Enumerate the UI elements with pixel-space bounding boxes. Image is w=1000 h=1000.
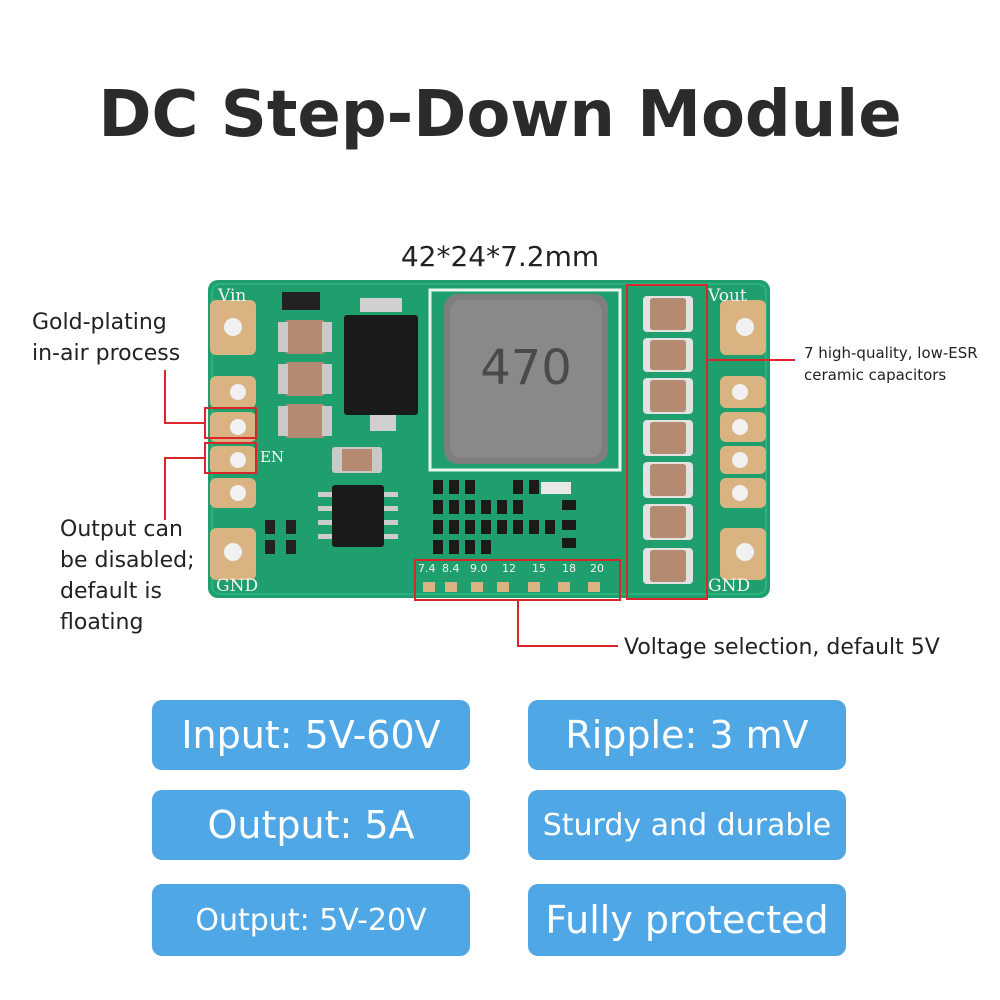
voltage-option: 12	[502, 562, 516, 575]
feature-output-voltage: Output: 5V-20V	[152, 884, 470, 956]
annotation-line: in-air process	[32, 341, 181, 366]
mosfet-chip	[344, 315, 418, 415]
voltage-option: 8.4	[442, 562, 460, 575]
capacitors-annotation: 7 high-quality, low-ESR ceramic capacito…	[804, 342, 978, 386]
gnd-label-right: GND	[708, 576, 751, 596]
output-disable-annotation: Output can be disabled; default is float…	[60, 514, 195, 638]
voltage-option: 15	[532, 562, 546, 575]
annotation-line: be disabled;	[60, 548, 195, 573]
voltage-selection-annotation: Voltage selection, default 5V	[624, 635, 940, 660]
annotation-line: Gold-plating	[32, 310, 167, 335]
annotation-line: floating	[60, 610, 144, 635]
controller-ic	[332, 485, 384, 547]
vin-label: Vin	[218, 286, 247, 306]
gnd-label-left: GND	[216, 576, 259, 596]
inductor-marking: 470	[480, 340, 572, 396]
right-gold-pads	[720, 300, 766, 580]
voltage-option: 9.0	[470, 562, 488, 575]
dimensions-label: 42*24*7.2mm	[400, 240, 600, 273]
voltage-option: 7.4	[418, 562, 436, 575]
feature-input-range: Input: 5V-60V	[152, 700, 470, 770]
annotation-line: Output can	[60, 517, 183, 542]
feature-protected: Fully protected	[528, 884, 846, 956]
ceramic-capacitors	[643, 296, 693, 584]
voltage-option: 20	[590, 562, 604, 575]
voltage-option: 18	[562, 562, 576, 575]
left-gold-pads	[210, 300, 256, 580]
vout-label: Vout	[708, 286, 747, 306]
feature-sturdy: Sturdy and durable	[528, 790, 846, 860]
voltage-pads	[423, 582, 600, 592]
sot-component	[282, 292, 320, 310]
annotation-line: ceramic capacitors	[804, 366, 947, 384]
feature-output-current: Output: 5A	[152, 790, 470, 860]
gold-plating-annotation: Gold-plating in-air process	[32, 307, 180, 369]
voltage-option-labels: 7.4 8.4 9.0 12 15 18 20	[418, 562, 618, 582]
annotation-line: 7 high-quality, low-ESR	[804, 344, 978, 362]
feature-ripple: Ripple: 3 mV	[528, 700, 846, 770]
annotation-line: default is	[60, 579, 162, 604]
resistor-grid	[433, 480, 576, 554]
callouts	[164, 284, 795, 647]
en-label: EN	[260, 448, 285, 466]
page-title: DC Step-Down Module	[98, 78, 902, 152]
